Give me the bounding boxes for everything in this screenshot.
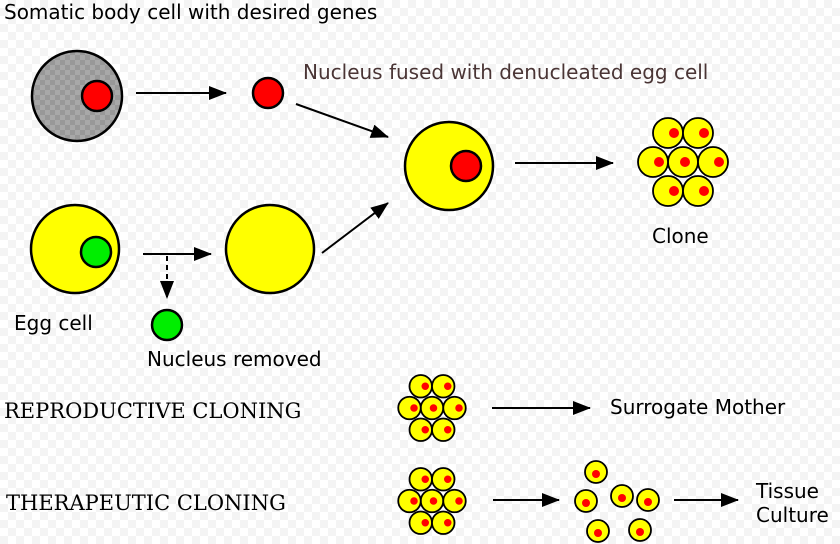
small-cell-nucleus (455, 497, 463, 505)
small-cell-nucleus (654, 157, 664, 167)
small-cell-nucleus (582, 499, 590, 507)
egg-nucleus (79, 235, 113, 269)
small-cell-nucleus (444, 426, 452, 434)
small-cell-nucleus (455, 404, 463, 412)
culture-label: Culture (756, 503, 829, 527)
nucleus-removed-label: Nucleus removed (147, 347, 322, 371)
small-cell-nucleus (421, 519, 429, 527)
somatic-nucleus (80, 79, 114, 113)
small-cell (431, 417, 456, 442)
small-cell (637, 146, 669, 178)
therapeutic-cluster (397, 467, 467, 535)
small-cell-nucleus (444, 475, 452, 483)
arrow-denucleated-to-fused (321, 202, 389, 254)
somatic-cell-label: Somatic body cell with desired genes (4, 0, 377, 24)
small-cell-nucleus (592, 470, 600, 478)
small-cell-nucleus (421, 475, 429, 483)
small-cell-nucleus (669, 186, 679, 196)
small-cell (397, 488, 422, 514)
clone-cluster (637, 117, 729, 207)
small-cell-nucleus (714, 157, 724, 167)
small-cell (397, 395, 422, 421)
small-cell (442, 488, 467, 514)
small-cell-nucleus (421, 426, 429, 434)
small-cell (682, 117, 714, 149)
small-cell (431, 510, 456, 535)
small-cell-nucleus (594, 529, 602, 537)
somatic-cell (30, 49, 124, 143)
arrow-nucleus-to-fused (295, 103, 389, 138)
small-cell-nucleus (644, 498, 652, 506)
small-cell-nucleus (444, 519, 452, 527)
small-cell-nucleus (429, 404, 438, 412)
denucleated-egg (224, 203, 316, 295)
dispersed-cells (574, 460, 660, 543)
surrogate-mother-label: Surrogate Mother (610, 395, 786, 419)
small-cell-nucleus (680, 157, 690, 167)
small-cell-nucleus (410, 497, 418, 505)
egg-cell (29, 203, 121, 295)
reproductive-cloning-label: REPRODUCTIVE CLONING (4, 399, 301, 423)
small-cell (431, 374, 456, 399)
small-cell-nucleus (410, 404, 418, 412)
small-cell (697, 146, 729, 178)
small-cell-nucleus (699, 186, 709, 196)
small-cell-nucleus (429, 497, 438, 505)
small-cell-nucleus (421, 382, 429, 390)
fused-cell (403, 120, 495, 212)
small-cell (442, 395, 467, 421)
small-cell (431, 467, 456, 492)
extracted-nucleus (251, 76, 285, 110)
small-cell-nucleus (699, 128, 709, 138)
small-cell-nucleus (636, 528, 644, 536)
reproductive-cluster (397, 374, 467, 442)
fused-label: Nucleus fused with denucleated egg cell (303, 60, 708, 84)
tissue-label: Tissue (755, 479, 819, 503)
small-cell-nucleus (444, 382, 452, 390)
small-cell (682, 175, 714, 207)
egg-cell-label: Egg cell (14, 311, 93, 335)
therapeutic-cloning-label: THERAPEUTIC CLONING (6, 491, 286, 515)
fused-nucleus (449, 149, 483, 183)
small-cell-nucleus (669, 128, 679, 138)
clone-label: Clone (652, 224, 709, 248)
small-cell-nucleus (618, 494, 626, 502)
removed-nucleus (150, 308, 184, 342)
